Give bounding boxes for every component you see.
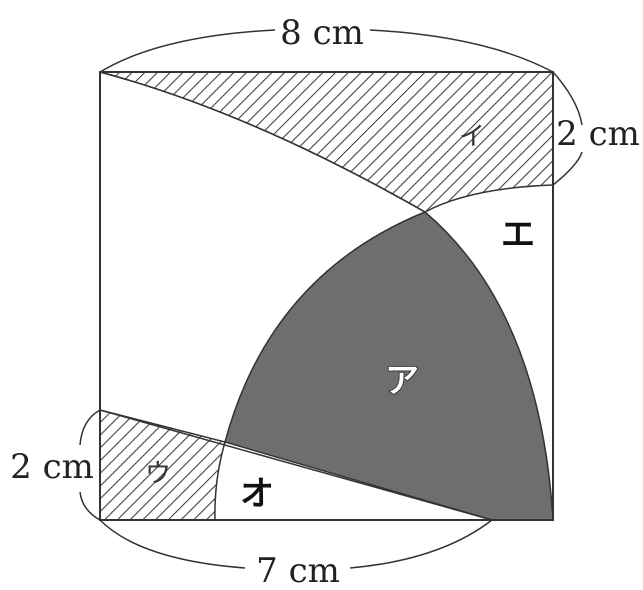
region-i-label: イ: [459, 122, 485, 152]
region-o-label: オ: [240, 474, 274, 514]
brace-bottom: [99, 519, 493, 569]
brace-top: [99, 29, 554, 73]
bottom-dimension-label: 7 cm: [256, 551, 340, 590]
top-dimension-label: 8 cm: [280, 13, 364, 53]
segment-oblique: [99, 409, 493, 521]
left-dimension-label: 2 cm: [10, 447, 94, 487]
region-a-label: ア: [385, 361, 419, 401]
brace-right: [552, 71, 583, 186]
region-e-label: エ: [501, 215, 535, 255]
region-u-label: ウ: [145, 459, 171, 489]
arc-upper: [99, 71, 426, 213]
square-outline: [99, 71, 554, 521]
brace-left: [79, 409, 101, 521]
right-dimension-label: 2 cm: [556, 114, 640, 154]
